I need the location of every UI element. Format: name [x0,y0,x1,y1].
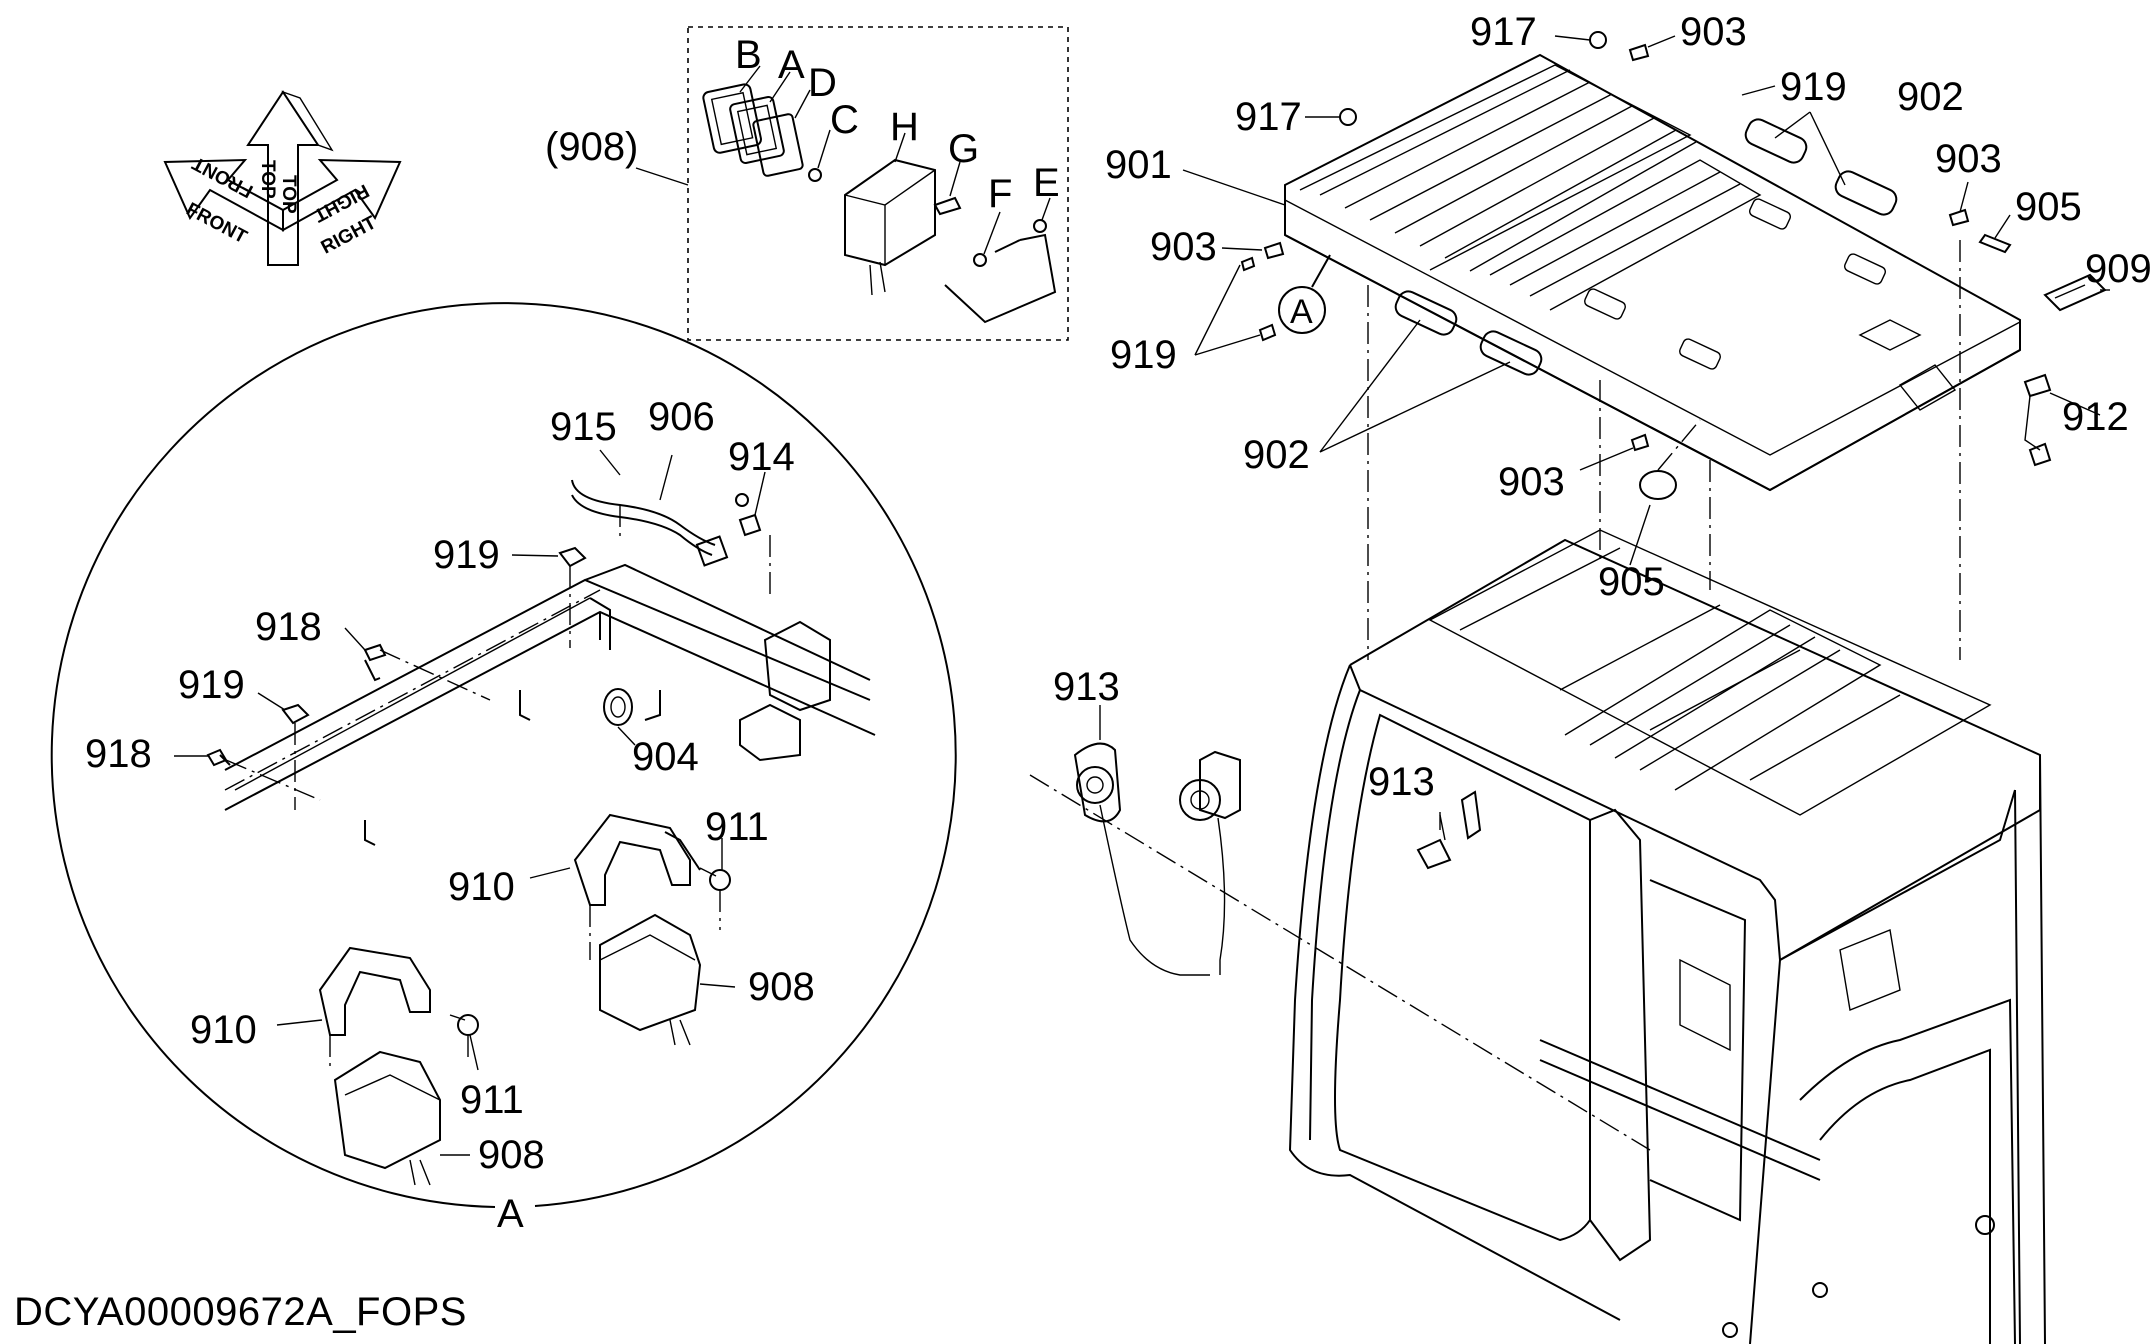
detail-view-letter: A [497,1192,524,1236]
label-910-upper: 910 [448,865,515,909]
letter-e: E [1033,161,1060,205]
label-915: 915 [550,405,617,449]
label-908-lower: 908 [478,1133,545,1177]
part-labels: 917 903 919 902 917 901 903 905 903 909 … [85,10,2152,1177]
label-919-top: 919 [1780,65,1847,109]
label-903-right: 903 [1935,137,2002,181]
label-904: 904 [632,735,699,779]
label-913-left: 913 [1053,665,1120,709]
orientation-arrows: FRONT FRONT TOP TOP RIGHT RIGHT [163,90,402,266]
top-label: TOP [278,175,299,214]
label-909: 909 [2085,247,2152,291]
subassembly-ref: (908) [545,125,638,169]
canopy-assembly: A [1240,31,2107,660]
label-901: 901 [1105,143,1172,187]
label-918-lower: 918 [85,732,152,776]
speaker-assembly [1073,705,1482,976]
label-902-bottom: 902 [1243,433,1310,477]
detail-callout: A [1290,293,1313,331]
label-902-top: 902 [1897,75,1964,119]
letter-f: F [988,172,1012,216]
label-910-lower: 910 [190,1008,257,1052]
letter-h: H [890,105,919,149]
label-917-left: 917 [1235,95,1302,139]
label-911-upper: 911 [705,805,769,849]
label-911-lower: 911 [460,1078,524,1122]
lamp-subassembly-box: (908) B A D C H G F E [545,26,1069,341]
label-918-upper: 918 [255,605,322,649]
label-912: 912 [2062,395,2129,439]
letter-d: D [808,61,837,105]
label-914: 914 [728,435,795,479]
label-906: 906 [648,395,715,439]
cab-frame [1029,529,2046,1344]
label-908-upper: 908 [748,965,815,1009]
letter-a: A [778,43,805,87]
label-917-top: 917 [1470,10,1537,54]
leader-lines [1182,35,2110,830]
label-913-cab: 913 [1368,760,1435,804]
label-903-left: 903 [1150,225,1217,269]
label-919-detail-upper: 919 [433,533,500,577]
label-903-top: 903 [1680,10,1747,54]
label-903-bottom: 903 [1498,460,1565,504]
top-label-mirror: TOP [257,160,278,199]
label-919-left: 919 [1110,333,1177,377]
letter-g: G [948,127,979,171]
letter-c: C [830,98,859,142]
letter-b: B [735,33,762,77]
label-919-detail-lower: 919 [178,663,245,707]
detail-view-a: A [50,302,957,1236]
label-905-right: 905 [2015,185,2082,229]
drawing-code: DCYA00009672A_FOPS [14,1290,467,1334]
label-905-bottom: 905 [1598,560,1665,604]
